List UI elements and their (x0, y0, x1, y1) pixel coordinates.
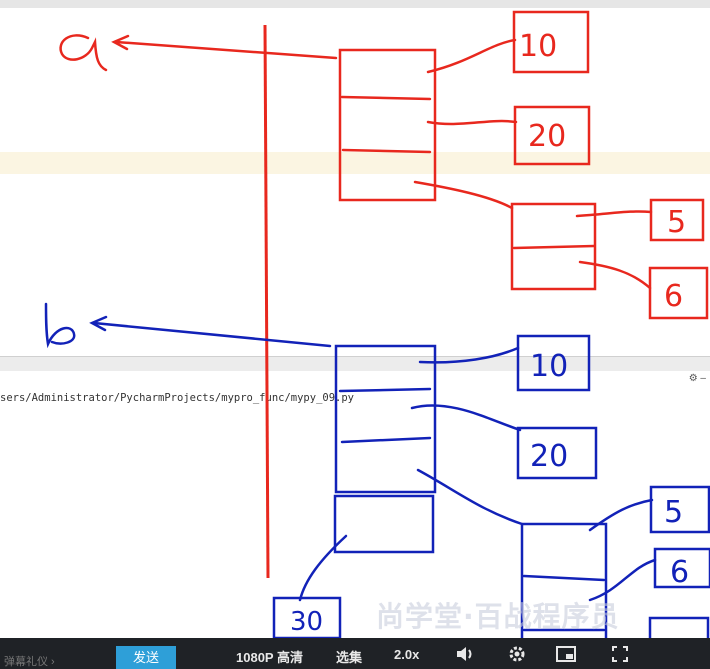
b-connector-10 (418, 346, 520, 364)
a-connector-sublist (413, 180, 514, 210)
a-value-box-20 (513, 105, 591, 166)
vertical-separator-line (263, 24, 270, 579)
b-values: 10 20 5 6 30 (290, 349, 689, 637)
episodes-selector[interactable]: 选集 (336, 650, 363, 665)
b-value-5: 5 (664, 495, 683, 530)
send-button[interactable]: 发送 (116, 646, 176, 669)
b-connector-5 (588, 498, 654, 532)
window-top-bar (0, 0, 710, 8)
a-value-box-6 (648, 266, 709, 320)
b-value-box-6 (653, 547, 710, 589)
arrow-to-b (92, 321, 332, 348)
fullscreen-icon[interactable] (612, 646, 628, 662)
b-value-box-10 (516, 334, 591, 392)
list-b-appended-box (333, 494, 435, 554)
a-connector-20 (426, 119, 518, 126)
list-a-divider-1 (340, 95, 432, 101)
a-values: 10 20 5 6 (519, 29, 686, 314)
list-b-divider-2 (340, 436, 432, 444)
b-connector-20 (410, 404, 522, 432)
quality-selector[interactable]: 1080P 高清 (236, 650, 303, 665)
b-connector-30 (298, 534, 348, 602)
arrow-to-a (114, 40, 338, 60)
variable-a-drawing (59, 10, 709, 320)
a-sublist-divider (512, 244, 596, 250)
arrow-to-b-head (89, 315, 108, 332)
a-connector-6 (578, 260, 652, 290)
video-watermark: 尚学堂·百战程序员 (376, 600, 620, 633)
b-value-20: 20 (530, 439, 568, 474)
current-line-highlight (0, 152, 710, 174)
label-a (59, 34, 108, 72)
run-panel-divider[interactable] (0, 356, 710, 371)
settings-icon[interactable] (508, 645, 526, 663)
speed-selector[interactable]: 2.0x (394, 647, 420, 662)
video-control-bar: 1080P 高清 选集 2.0x (0, 638, 710, 669)
a-value-box-10 (512, 10, 590, 74)
a-value-6: 6 (664, 279, 683, 314)
volume-icon[interactable] (455, 646, 475, 662)
a-value-5: 5 (667, 205, 686, 240)
b-connector-sublist (416, 468, 524, 526)
picture-in-picture-icon[interactable] (556, 646, 576, 662)
a-value-10: 10 (519, 29, 557, 64)
list-a-divider-2 (341, 148, 432, 154)
b-value-30: 30 (290, 607, 323, 637)
label-b (44, 302, 76, 349)
b-value-6: 6 (670, 555, 689, 590)
a-value-box-5 (649, 198, 705, 242)
danmaku-etiquette-link[interactable]: 弹幕礼仪 › (4, 656, 55, 668)
arrow-to-a-head (111, 34, 130, 51)
list-a-box (338, 48, 437, 202)
list-b-divider-1 (338, 387, 432, 393)
panel-settings-icon[interactable]: ⚙ ‒ (688, 373, 706, 384)
b-value-10: 10 (530, 349, 568, 384)
a-connector-10 (426, 38, 517, 74)
b-value-box-20 (516, 426, 598, 480)
b-value-box-5 (649, 485, 710, 534)
a-connector-5 (575, 210, 653, 218)
a-value-20: 20 (528, 119, 566, 154)
b-connector-6 (588, 558, 657, 602)
list-b-box (334, 344, 437, 494)
b-sublist-divider-1 (522, 574, 606, 582)
